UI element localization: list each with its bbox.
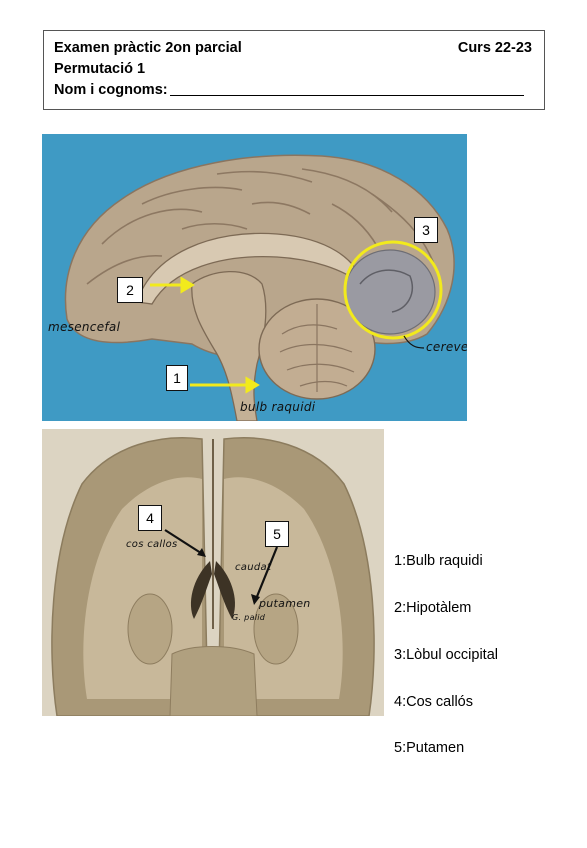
exam-header: Examen pràctic 2on parcial Curs 22-23 Pe… [43,30,545,110]
legend-item-3: 3:Lòbul occipital [394,647,498,663]
header-row-3: Nom i cognoms: [54,80,532,101]
legend-item-2: 2:Hipotàlem [394,600,472,616]
annotation-cerevel: cerevel [426,340,467,354]
occipital-highlight-circle [343,240,443,340]
annotation-caudat: caudat [235,562,272,573]
label-box-2: 2 [117,277,143,303]
name-blank-line[interactable] [169,80,524,96]
annotation-cos-callos: cos callos [126,539,178,550]
exam-title: Examen pràctic 2on parcial [54,40,242,56]
header-row-1: Examen pràctic 2on parcial Curs 22-23 [54,38,532,59]
arrow-5 [254,546,279,600]
arrow-4 [164,529,205,556]
permutation-label: Permutació 1 [54,61,146,77]
label-box-4: 4 [138,505,162,531]
annotation-mesencefal: mesencefal [48,320,121,334]
sagittal-brain-illustration [64,154,455,421]
label-box-3: 3 [414,217,438,243]
course-year: Curs 22-23 [457,40,532,56]
annotation-bulb-raquidi: bulb raquidi [240,400,316,414]
legend-item-4: 4:Cos callós [394,694,473,710]
annotation-g-palid: G. palid [232,613,266,622]
legend-item-5: 5:Putamen [394,740,465,756]
header-row-2: Permutació 1 [54,59,532,80]
annotation-putamen: putamen [259,597,311,610]
name-label: Nom i cognoms: [54,82,168,98]
label-box-1: 1 [166,365,188,391]
label-box-5: 5 [265,521,289,547]
coronal-brain-photo: 4 5 cos callos caudat putamen G. palid [42,429,384,716]
legend-item-1: 1:Bulb raquidi [394,553,483,569]
coronal-brain-illustration [42,429,384,716]
sagittal-brain-photo: 1 2 3 mesencefal cerevel bulb raquidi [42,134,467,421]
